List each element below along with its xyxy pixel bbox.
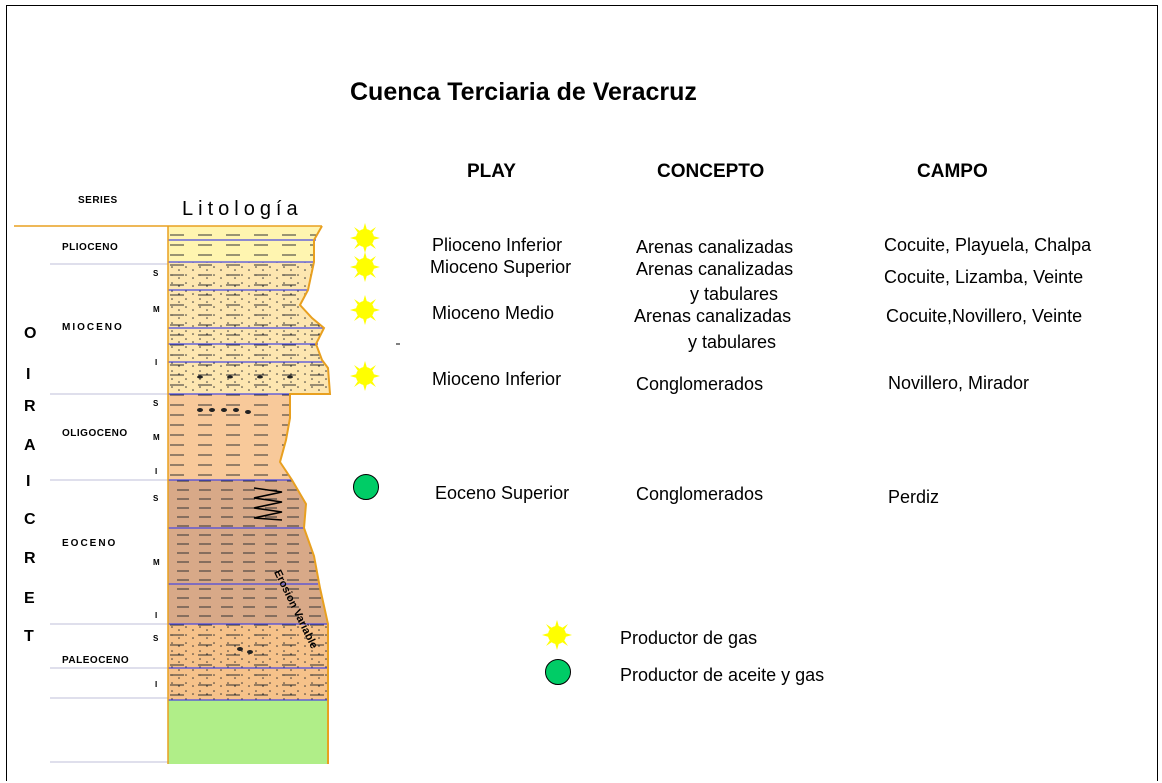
- subdivision-label: M: [153, 305, 160, 314]
- subdivision-label: S: [153, 399, 159, 408]
- epoch-eocene: EOCENO: [62, 538, 118, 549]
- header-campo: CAMPO: [917, 161, 988, 182]
- subdivision-label: I: [155, 680, 158, 689]
- campo-cell: Cocuite, Lizamba, Veinte: [884, 267, 1084, 287]
- epoch-pliocene: PLIOCENO: [62, 242, 119, 253]
- subdivision-label: M: [153, 558, 160, 567]
- epoch-miocene: MIOCENO: [62, 322, 124, 333]
- system-letter: C: [24, 511, 36, 528]
- oil-marker: [353, 474, 379, 500]
- subdivision-label: S: [153, 634, 159, 643]
- subdivision-label: I: [155, 358, 158, 367]
- concepto-cell: Arenas canalizadas: [636, 237, 794, 257]
- gas-marker: [350, 252, 380, 282]
- system-letter: I: [26, 473, 31, 490]
- gas-marker: [350, 295, 380, 325]
- system-letter: R: [24, 550, 36, 567]
- concepto-cell: Arenas canalizadas: [636, 259, 794, 279]
- play-cell: Mioceno Inferior: [432, 369, 562, 389]
- subdivision-label: I: [155, 467, 158, 476]
- campo-cell: Perdiz: [888, 487, 940, 507]
- system-letter: E: [24, 590, 35, 607]
- concepto-cell: Conglomerados: [636, 374, 764, 394]
- subdivision-label: S: [153, 494, 159, 503]
- concepto-cell: Conglomerados: [636, 484, 764, 504]
- subdivision-label: S: [153, 269, 159, 278]
- concepto-cell-line2: y tabulares: [690, 284, 779, 304]
- epoch-oligocene: OLIGOCENO: [62, 428, 128, 439]
- system-letter: A: [24, 437, 36, 454]
- system-letter: T: [24, 628, 34, 645]
- weathering-profile: [278, 225, 332, 764]
- header-play: PLAY: [467, 161, 516, 182]
- play-cell: Eoceno Superior: [435, 483, 570, 503]
- play-cell: Mioceno Superior: [430, 257, 572, 277]
- epoch-paleocene: PALEOCENO: [62, 655, 130, 666]
- play-cell: Plioceno Inferior: [432, 235, 563, 255]
- legend-gas-label: Productor de gas: [620, 628, 758, 648]
- legend-oil-icon: [545, 659, 571, 685]
- system-letter: R: [24, 398, 36, 415]
- campo-cell: Cocuite,Novillero, Veinte: [886, 306, 1083, 326]
- header-concepto: CONCEPTO: [657, 161, 765, 182]
- concepto-cell-line2: y tabulares: [688, 332, 777, 352]
- legend-oil-label: Productor de aceite y gas: [620, 665, 825, 685]
- litologia-label: Litología: [182, 198, 303, 220]
- gas-marker: [350, 361, 380, 391]
- subdivision-label: M: [153, 433, 160, 442]
- subdivision-label: I: [155, 611, 158, 620]
- campo-cell: Cocuite, Playuela, Chalpa: [884, 235, 1092, 255]
- concepto-cell: Arenas canalizadas: [634, 306, 792, 326]
- campo-cell: Novillero, Mirador: [888, 373, 1030, 393]
- system-letter: I: [26, 366, 31, 383]
- system-letter: O: [24, 325, 37, 342]
- series-label: SERIES: [78, 195, 118, 206]
- play-cell: Mioceno Medio: [432, 303, 555, 323]
- basement-layer: [168, 700, 328, 764]
- legend-gas-icon: [542, 620, 572, 650]
- page-title: Cuenca Terciaria de Veracruz: [350, 78, 697, 106]
- gas-marker: [350, 223, 380, 253]
- page-frame: [6, 5, 1158, 781]
